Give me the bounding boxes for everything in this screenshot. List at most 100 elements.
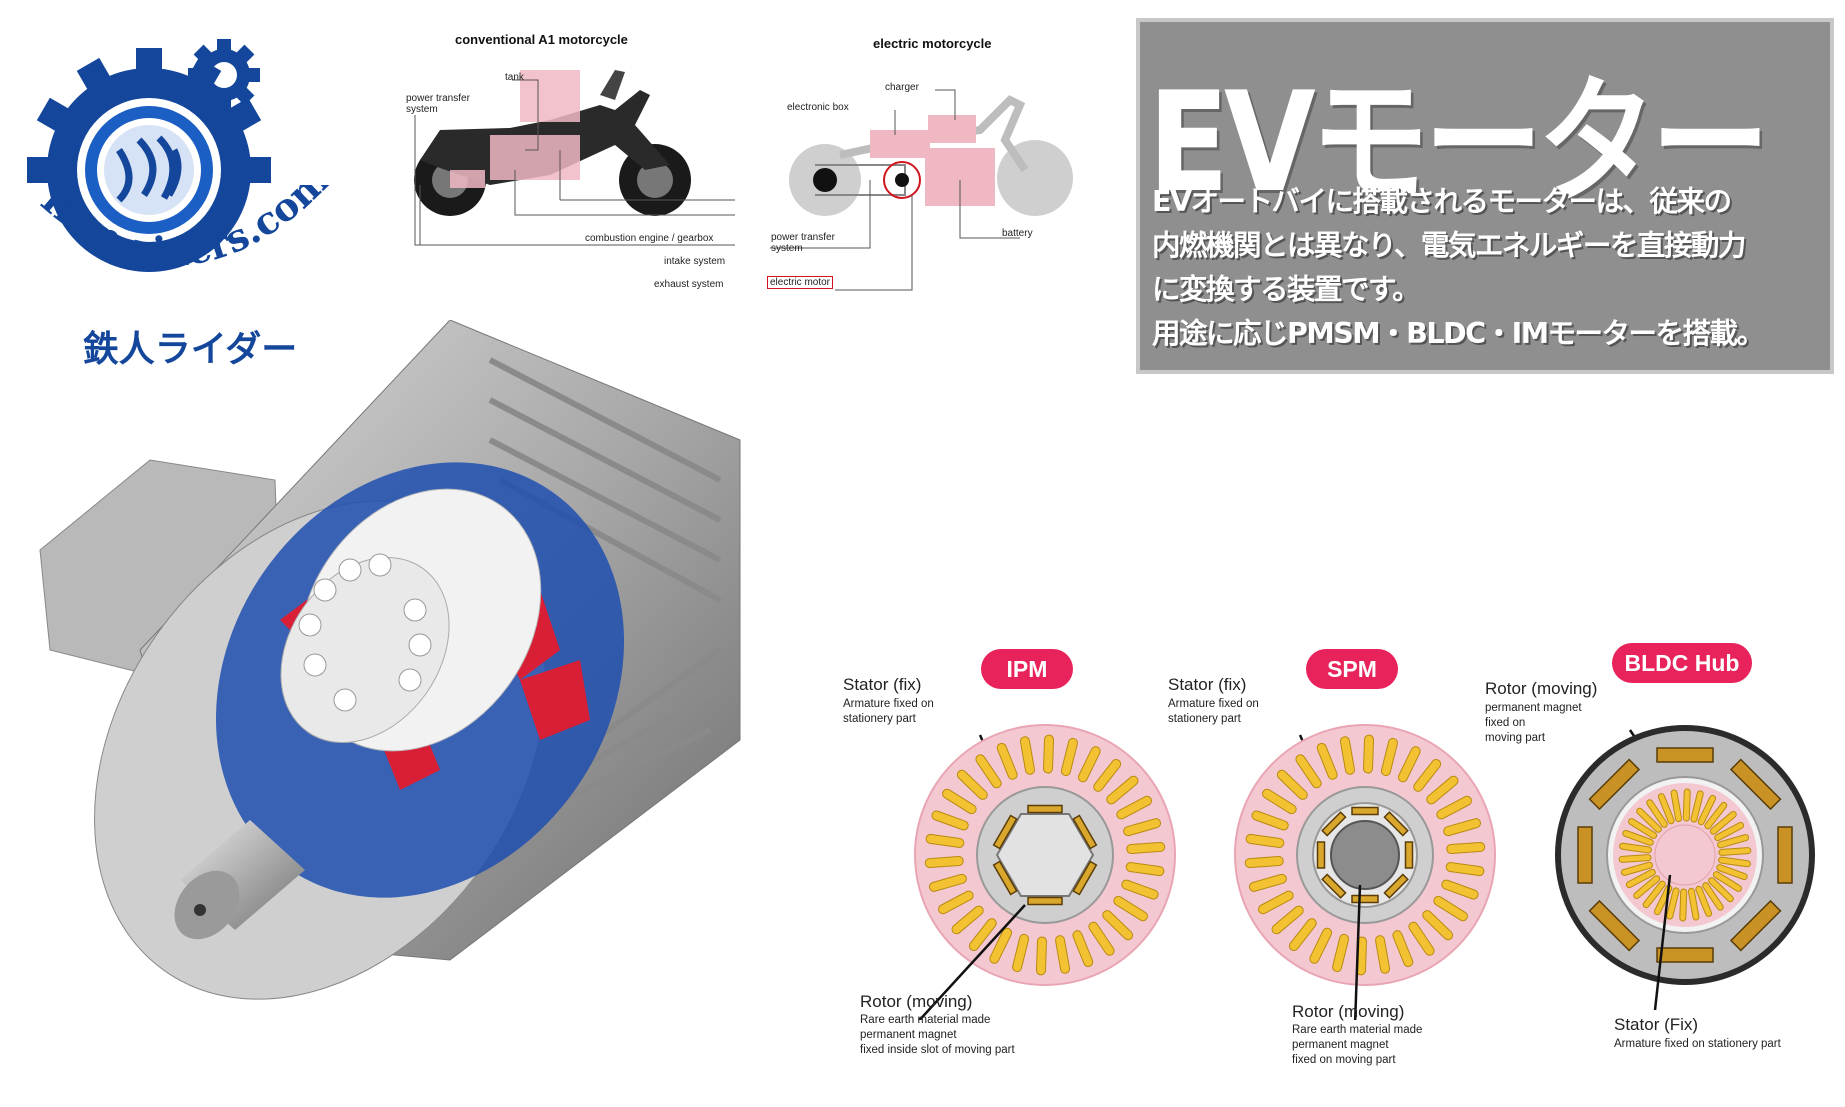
stator-coil — [1309, 927, 1333, 964]
stator-coil — [1666, 887, 1680, 920]
stator-coil — [1712, 871, 1742, 892]
stator-coil — [1687, 887, 1700, 921]
stator-coil — [1248, 873, 1287, 892]
gear-logo-icon — [27, 39, 271, 272]
bldc-rotor-head: Rotor (moving) — [1485, 679, 1598, 698]
bldc-hub-motor-diagram — [1555, 725, 1815, 1011]
rotor-magnet — [1321, 811, 1347, 837]
stator-coil — [1077, 746, 1101, 783]
info-title: EVモーター — [1148, 62, 1770, 223]
stator-coil — [1244, 856, 1284, 869]
stator-coil — [1392, 930, 1414, 968]
stator-coil — [1251, 810, 1289, 831]
stator-coil — [1714, 821, 1745, 842]
motor-type-pill-bldc-hub: BLDC Hub — [1612, 643, 1752, 683]
stator-coil — [1288, 918, 1317, 952]
stator-coil — [1397, 746, 1421, 783]
stator-coil — [1106, 775, 1139, 805]
stator-coil — [1043, 734, 1055, 774]
conv-power-transfer-label: power transfer system — [406, 93, 470, 115]
ipm-stator-head: Stator (fix) — [843, 675, 922, 694]
stator-coil — [1433, 895, 1468, 922]
stator-coil — [1718, 847, 1752, 856]
stator-coil — [1636, 807, 1662, 833]
stator-coil — [1262, 788, 1297, 815]
stator-coil — [1121, 879, 1159, 900]
stator-coil — [1618, 854, 1652, 863]
stator-coil — [1413, 758, 1442, 792]
conventional-title: conventional A1 motorcycle — [455, 32, 628, 47]
elec-power-transfer-label: power transfer system — [771, 232, 835, 254]
stator-coil — [1126, 841, 1166, 854]
bldc-stator-head: Stator (Fix) — [1614, 1015, 1699, 1034]
stator-coil — [1123, 818, 1162, 837]
stator-coil — [1695, 885, 1713, 917]
rotor-magnet — [1656, 747, 1714, 763]
stator-coil — [1060, 737, 1078, 777]
stator-coil — [1055, 935, 1071, 974]
conv-intake-label: intake system — [664, 256, 726, 267]
motor-cutaway-illustration — [39, 320, 741, 1000]
motor-type-pill-ipm: IPM — [981, 649, 1073, 689]
stator-coil — [1332, 933, 1350, 973]
rotor-magnet — [1729, 758, 1782, 811]
stator-coil — [1422, 910, 1454, 941]
stator-coil — [1375, 935, 1391, 974]
stator-coil — [1271, 905, 1304, 935]
stator-coil — [1125, 862, 1165, 877]
stator-coil — [1443, 818, 1482, 837]
rotor-magnet — [1588, 899, 1641, 952]
stator-coil — [928, 873, 967, 892]
stator-coil — [1642, 880, 1666, 909]
stator-coil — [1441, 879, 1479, 900]
stator-coil — [1625, 868, 1656, 889]
rotor-magnet — [1027, 804, 1063, 814]
stator-coil — [1316, 742, 1338, 780]
stator-coil — [1620, 861, 1653, 876]
stator-coil — [942, 788, 977, 815]
site-name-arc: Iron-riders.com — [14, 156, 339, 329]
stator-coil — [1657, 793, 1675, 825]
stator-coil — [1339, 736, 1355, 775]
info-line: EVオートバイに搭載されるモーターは、従来の — [1152, 185, 1732, 218]
stator-coil — [1708, 877, 1734, 903]
rotor-magnet — [1577, 826, 1593, 884]
stator-coil — [1702, 882, 1724, 911]
stator-coil — [938, 890, 974, 915]
rotor-magnet — [992, 814, 1018, 850]
rotor-magnet — [1588, 758, 1641, 811]
stator-coil — [1258, 890, 1294, 915]
elec-motor-label: electric motor — [767, 276, 834, 289]
stator-coil — [1088, 921, 1115, 956]
conv-tank-label: tank — [505, 72, 524, 83]
stator-coil — [989, 927, 1013, 964]
rotor-magnet — [1027, 896, 1063, 906]
motor-type-pill-spm: SPM — [1306, 649, 1398, 689]
ipm-motor-diagram — [914, 724, 1176, 1020]
stator-coil — [1436, 795, 1472, 820]
electric-title: electric motorcycle — [873, 36, 992, 51]
spm-rotor-head: Rotor (moving) — [1292, 1002, 1405, 1021]
stator-coil — [1709, 811, 1737, 835]
stator-coil — [1679, 888, 1688, 922]
rotor-magnet — [1351, 806, 1379, 816]
spm-motor-diagram — [1234, 724, 1496, 1020]
stator-coil — [1445, 862, 1485, 877]
conv-combustion-label: combustion engine / gearbox — [585, 233, 714, 244]
elec-charger-label: charger — [885, 82, 919, 93]
conventional-motorcycle-diagram — [414, 70, 735, 246]
conv-exhaust-label: exhaust system — [654, 279, 724, 290]
stator-coil — [1619, 842, 1652, 854]
rotor-magnet — [1072, 814, 1098, 850]
stator-coil — [1408, 921, 1435, 956]
rotor-magnet — [1316, 841, 1326, 869]
stator-coil — [1718, 856, 1751, 868]
stator-coil — [1670, 789, 1683, 823]
stator-coil — [1622, 829, 1654, 846]
stator-coil — [1072, 930, 1094, 968]
stator-coil — [1113, 895, 1148, 922]
